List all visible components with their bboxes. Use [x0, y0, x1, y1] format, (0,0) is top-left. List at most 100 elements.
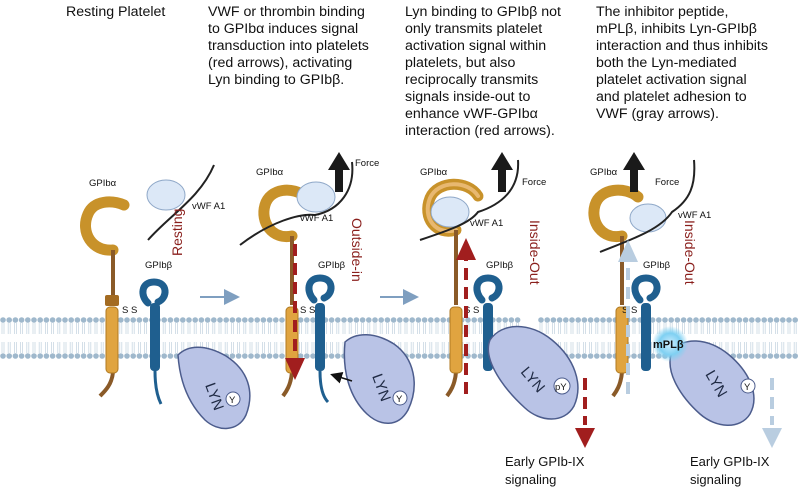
lipid-tail — [138, 342, 141, 353]
lipid-tail — [76, 323, 79, 334]
lipid-head — [310, 317, 316, 323]
caption-line: The inhibitor peptide, — [596, 4, 729, 20]
lipid-tail — [231, 323, 234, 334]
caption-resting: Resting Platelet — [66, 4, 165, 21]
lipid-tail — [14, 342, 17, 353]
lipid-head — [266, 317, 273, 323]
signal-label-line2: signaling — [505, 472, 556, 487]
lipid-head — [173, 317, 180, 323]
lipid-head — [12, 353, 19, 359]
tyrosine-label: Y — [229, 395, 236, 406]
lipid-head — [581, 317, 588, 323]
lipid-head — [736, 353, 743, 359]
lipid-tail — [423, 323, 426, 334]
gpiba-stalk — [98, 250, 115, 398]
lipid-tail — [7, 323, 11, 334]
disulfide-label: S S — [300, 305, 315, 316]
lipid-head — [297, 317, 304, 323]
state-label-outside-in: Outside-in — [349, 218, 365, 282]
lipid-tail — [119, 342, 123, 353]
lipid-head — [266, 353, 273, 359]
lipid-tail — [725, 323, 729, 334]
lipid-tail — [38, 342, 42, 353]
lipid-head — [662, 317, 668, 323]
gpiba-receptor — [258, 184, 312, 242]
lipid-head — [606, 353, 612, 359]
lipid-head — [335, 353, 341, 359]
lipid-tail — [781, 323, 785, 334]
gpiba-stalk — [611, 236, 624, 398]
caption-line: transduction into platelets — [208, 38, 369, 54]
lipid-tail — [249, 342, 253, 353]
lyn-binding-arrow — [330, 371, 353, 384]
lipid-tail — [224, 342, 228, 353]
vwf-label: vWF A1 — [678, 210, 711, 221]
lipid-head — [304, 317, 310, 323]
panel-inhibitor: GPIbα vWF A1 Force GPIbβ S S Inside-Out … — [588, 152, 782, 487]
lipid-tail — [552, 323, 555, 334]
state-label-resting: Resting — [169, 209, 185, 256]
lipid-head — [415, 317, 422, 323]
lipid-tail — [311, 323, 315, 334]
lipid-tail — [392, 323, 395, 334]
lipid-head — [569, 317, 575, 323]
lipid-tail — [20, 323, 23, 334]
lipid-tail — [417, 323, 420, 334]
lipid-tail — [14, 323, 17, 334]
lipid-head — [124, 353, 130, 359]
lipid-head — [649, 317, 656, 323]
gpiba-label: GPIbα — [420, 167, 448, 178]
force-arrow — [491, 152, 513, 192]
caption-inhibitor: The inhibitor peptide, mPLβ, inhibits Ly… — [596, 4, 768, 123]
lipid-tail — [100, 342, 104, 353]
lipid-tail — [725, 342, 729, 353]
lipid-head — [718, 317, 724, 323]
lipid-tail — [479, 342, 482, 353]
lipid-tail — [564, 342, 568, 353]
lipid-tail — [243, 323, 247, 334]
lipid-head — [248, 317, 254, 323]
lipid-head — [68, 317, 74, 323]
lipid-tail — [175, 323, 178, 334]
lipid-tail — [793, 323, 797, 334]
lyn-kinase — [177, 346, 251, 430]
lipid-head — [496, 317, 502, 323]
lipid-head — [142, 353, 149, 359]
lipid-tail — [367, 323, 371, 334]
lipid-tail — [336, 342, 340, 353]
lipid-tail — [713, 323, 716, 334]
lipid-head — [581, 353, 588, 359]
lipid-head — [600, 317, 606, 323]
lipid-head — [594, 317, 600, 323]
inhibited-arrowhead — [618, 240, 638, 262]
lipid-tail — [694, 323, 698, 334]
gpiba-stalk — [445, 230, 458, 398]
lipid-tail — [125, 342, 129, 353]
lipid-tail — [57, 342, 61, 353]
lipid-head — [74, 317, 81, 323]
lipid-tail — [564, 323, 568, 334]
lipid-tail — [131, 342, 135, 353]
lipid-head — [434, 317, 440, 323]
lipid-tail — [169, 323, 172, 334]
lipid-head — [328, 353, 335, 359]
lipid-tail — [793, 342, 797, 353]
lipid-tail — [144, 323, 147, 334]
gpibb-label: GPIbβ — [145, 260, 173, 271]
gpibb-receptor — [305, 274, 335, 304]
lipid-head — [279, 317, 285, 323]
lipid-head — [80, 353, 87, 359]
mplb-label: mPLβ — [653, 339, 684, 351]
lipid-tail — [131, 323, 135, 334]
tyrosine-site — [740, 378, 756, 394]
lipid-tail — [688, 323, 692, 334]
lipid-head — [12, 317, 19, 323]
lipid-head — [242, 353, 248, 359]
lipid-tail — [472, 342, 476, 353]
lipid-tail — [355, 323, 358, 334]
lipid-head — [736, 317, 743, 323]
lipid-tail — [311, 342, 315, 353]
lipid-head — [87, 353, 93, 359]
lipid-tail — [607, 342, 611, 353]
vwf-strand — [239, 161, 354, 246]
